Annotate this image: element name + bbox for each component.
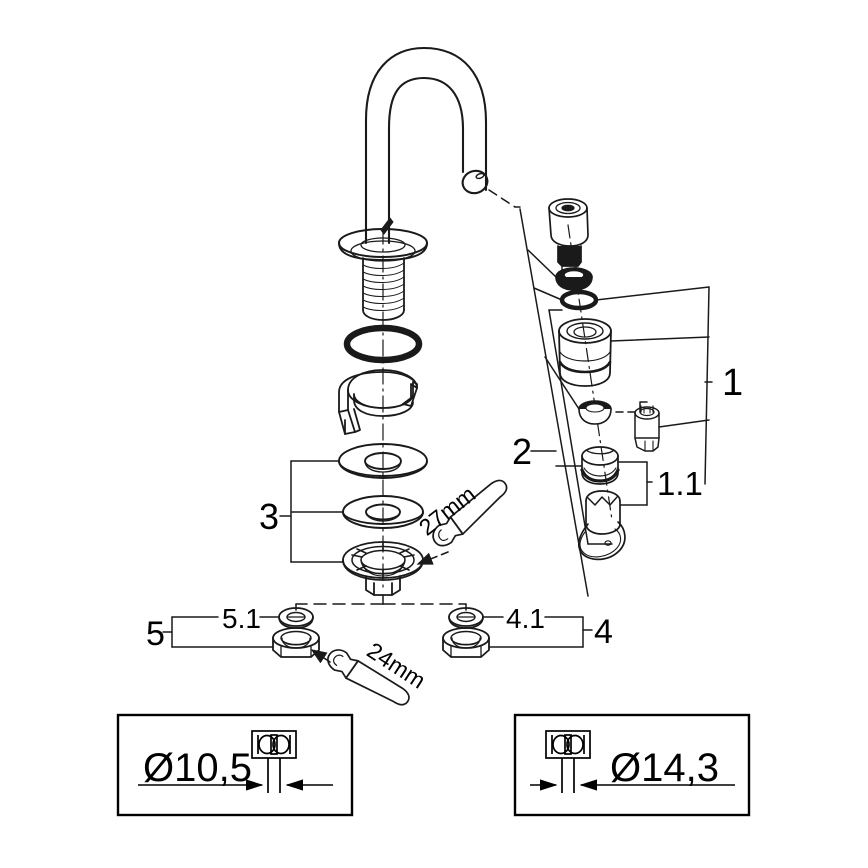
lever-handle <box>578 490 626 561</box>
cartridge-body <box>558 318 612 387</box>
tool-labels: 27mm 24mm <box>362 481 480 694</box>
cartridge-base-seat <box>578 400 612 425</box>
callout-4-1: 4.1 <box>506 603 545 634</box>
dimension-box-left: Ø10,5 <box>116 713 354 817</box>
wrench-24mm <box>310 649 410 706</box>
cartridge-seal-ring <box>555 267 593 291</box>
callout-1-1: 1.1 <box>657 465 703 502</box>
bracket-group-5 <box>162 616 280 648</box>
threaded-shank <box>362 257 405 321</box>
dimension-label-right: Ø14,3 <box>610 746 719 790</box>
dimension-box-right: Ø14,3 <box>513 713 751 817</box>
bracket-group-2 <box>530 309 613 545</box>
washer-4-1 <box>448 607 484 629</box>
spout-base-flange <box>338 228 428 262</box>
spout-part <box>364 46 489 245</box>
handle-cap <box>580 446 620 485</box>
cartridge-top <box>548 198 589 279</box>
washer-large <box>338 443 428 479</box>
callout-4: 4 <box>594 613 613 651</box>
bracket-group-1 <box>488 189 713 597</box>
bracket-group-1-1 <box>617 461 653 506</box>
callout-labels: 1 1.1 2 3 4 4.1 5 5.1 <box>146 362 743 653</box>
callout-5-1: 5.1 <box>222 603 261 634</box>
dimension-label-left: Ø10,5 <box>143 746 252 790</box>
callout-3: 3 <box>259 496 279 537</box>
callout-2: 2 <box>512 431 532 472</box>
mounting-wedge <box>338 369 418 435</box>
bracket-group-3 <box>279 460 344 563</box>
callout-5: 5 <box>146 615 165 653</box>
union-nut-4 <box>442 627 490 658</box>
wrench-27mm <box>416 479 508 565</box>
connection-distribution <box>295 594 467 611</box>
callout-1: 1 <box>722 362 743 404</box>
union-nut-5 <box>272 627 320 658</box>
bracket-group-4 <box>482 616 593 648</box>
valve-insert <box>634 405 660 452</box>
dimension-boxes: Ø10,5 Ø14,3 <box>116 713 751 817</box>
washer-5-1 <box>278 607 314 629</box>
o-ring-large <box>343 324 423 364</box>
